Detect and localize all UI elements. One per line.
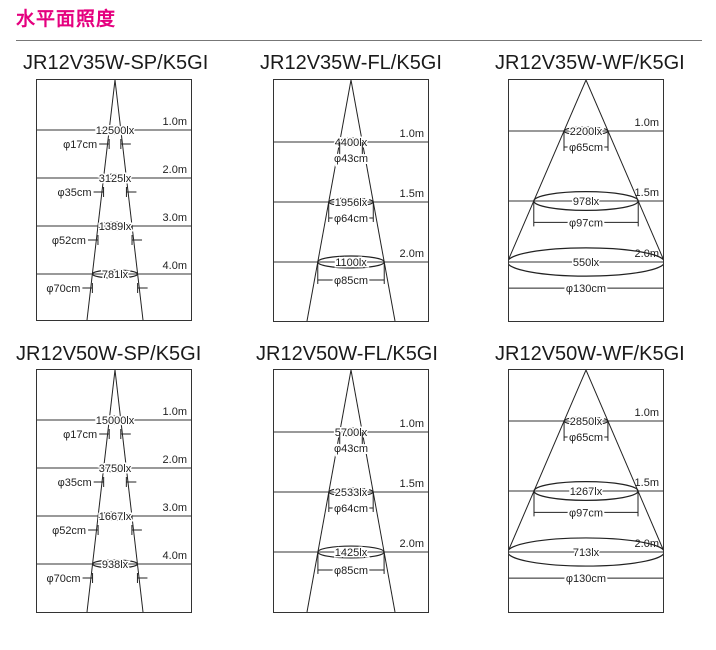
beam-edge-left (86, 370, 116, 612)
distance-label: 1.0m (163, 116, 187, 128)
diameter-label: φ85cm (334, 275, 368, 287)
lux-label: 4400lx (335, 137, 368, 149)
beam-edge-left (86, 80, 116, 320)
diameter-label: φ35cm (58, 187, 92, 199)
lux-label: 1425lx (335, 547, 368, 559)
diameter-label: φ97cm (569, 507, 603, 519)
lux-label: 1389lx (99, 221, 132, 233)
diameter-label: φ35cm (58, 477, 92, 489)
diameter-label: φ85cm (334, 565, 368, 577)
lux-label: 12500lx (96, 125, 135, 137)
panel-title-sp35: JR12V35W-SP/K5GI (23, 52, 209, 74)
distance-label: 1.0m (400, 418, 424, 430)
distance-label: 1.5m (400, 188, 424, 200)
beam-ellipse (108, 125, 122, 135)
lux-label: 3125lx (99, 173, 132, 185)
beam-ellipse (509, 247, 663, 277)
beam-ellipse (509, 537, 663, 567)
lux-label: 713lx (573, 547, 600, 559)
distance-label: 2.0m (635, 248, 659, 260)
distance-label: 3.0m (163, 212, 187, 224)
lux-label: 1667lx (99, 511, 132, 523)
panel-title-wf50: JR12V50W-WF/K5GI (495, 343, 685, 365)
diameter-label: φ130cm (566, 573, 606, 585)
lux-label: 781lx (102, 269, 129, 281)
panel-title-sp50: JR12V50W-SP/K5GI (16, 343, 202, 365)
beam-ellipse (91, 269, 139, 279)
distance-label: 1.0m (163, 406, 187, 418)
lux-label: 1956lx (335, 197, 368, 209)
diameter-label: φ65cm (569, 142, 603, 154)
lux-label: 1267lx (570, 486, 603, 498)
beam-edge-right (114, 370, 144, 612)
lux-label: 15000lx (96, 415, 135, 427)
lux-label: 5700lx (335, 427, 368, 439)
lux-label: 1100lx (335, 257, 367, 269)
beam-ellipse (91, 559, 139, 569)
lux-label: 3750lx (99, 463, 132, 475)
diameter-label: φ97cm (569, 217, 603, 229)
distance-label: 2.0m (400, 538, 424, 550)
page-title: 水平面照度 (16, 8, 117, 30)
distance-label: 1.5m (635, 477, 659, 489)
distance-label: 2.0m (635, 538, 659, 550)
beam-diagram-wf35: 1.0m 2200lx φ65cm 1.5m 978lx φ97cm 2.0m 550lx φ1… (508, 79, 664, 322)
distance-label: 1.5m (635, 187, 659, 199)
lux-label: 2850lx (570, 416, 603, 428)
distance-label: 1.0m (400, 128, 424, 140)
beam-diagram-fl50: 1.0m 5700lx φ43cm 1.5m 2533lx φ64cm 2.0m 1425lx… (273, 369, 429, 613)
distance-label: 4.0m (163, 550, 187, 562)
diameter-label: φ17cm (63, 139, 97, 151)
distance-label: 3.0m (163, 502, 187, 514)
diameter-label: φ17cm (63, 429, 97, 441)
lux-label: 938lx (102, 559, 129, 571)
distance-label: 4.0m (163, 260, 187, 272)
beam-edge-right (350, 80, 396, 321)
distance-label: 2.0m (400, 248, 424, 260)
diameter-label: φ64cm (334, 503, 368, 515)
title-divider (16, 40, 702, 41)
beam-edge-right (114, 80, 144, 320)
lux-label: 550lx (573, 257, 600, 269)
beam-diagram-fl35: 1.0m 4400lx φ43cm 1.5m 1956lx φ64cm 2.0m 1100lx… (273, 79, 429, 322)
panel-title-fl50: JR12V50W-FL/K5GI (256, 343, 438, 365)
diameter-label: φ130cm (566, 283, 606, 295)
beam-diagram-sp50: 1.0m 15000lx φ17cm 2.0m 3750lx φ35cm 3.0m 1667l… (36, 369, 192, 613)
panel-title-fl35: JR12V35W-FL/K5GI (260, 52, 442, 74)
diameter-label: φ65cm (569, 432, 603, 444)
distance-label: 2.0m (163, 454, 187, 466)
beam-ellipse (97, 221, 133, 231)
diameter-label: φ64cm (334, 213, 368, 225)
distance-label: 1.0m (635, 407, 659, 419)
distance-label: 2.0m (163, 164, 187, 176)
beam-edge-left (306, 80, 352, 321)
beam-diagram-sp35: 1.0m 12500lx φ17cm 2.0m 3125lx φ35cm 3.0m 1389l… (36, 79, 192, 321)
beam-ellipse (102, 173, 128, 183)
diameter-label: φ52cm (52, 235, 86, 247)
panel-title-wf35: JR12V35W-WF/K5GI (495, 52, 685, 74)
diameter-label: φ70cm (47, 573, 81, 585)
lux-label: 978lx (573, 196, 600, 208)
distance-label: 1.0m (635, 117, 659, 129)
diameter-label: φ43cm (334, 443, 368, 455)
distance-label: 1.5m (400, 478, 424, 490)
lux-label: 2200lx (570, 126, 603, 138)
diameter-label: φ52cm (52, 525, 86, 537)
beam-diagram-wf50: 1.0m 2850lx φ65cm 1.5m 1267lx φ97cm 2.0m 713lx φ… (508, 369, 664, 613)
beam-ellipse (103, 463, 127, 473)
beam-ellipse (108, 415, 122, 425)
diameter-label: φ70cm (46, 283, 80, 295)
diameter-label: φ43cm (334, 153, 368, 165)
lux-label: 2533lx (335, 487, 368, 499)
beam-ellipse (97, 511, 133, 521)
